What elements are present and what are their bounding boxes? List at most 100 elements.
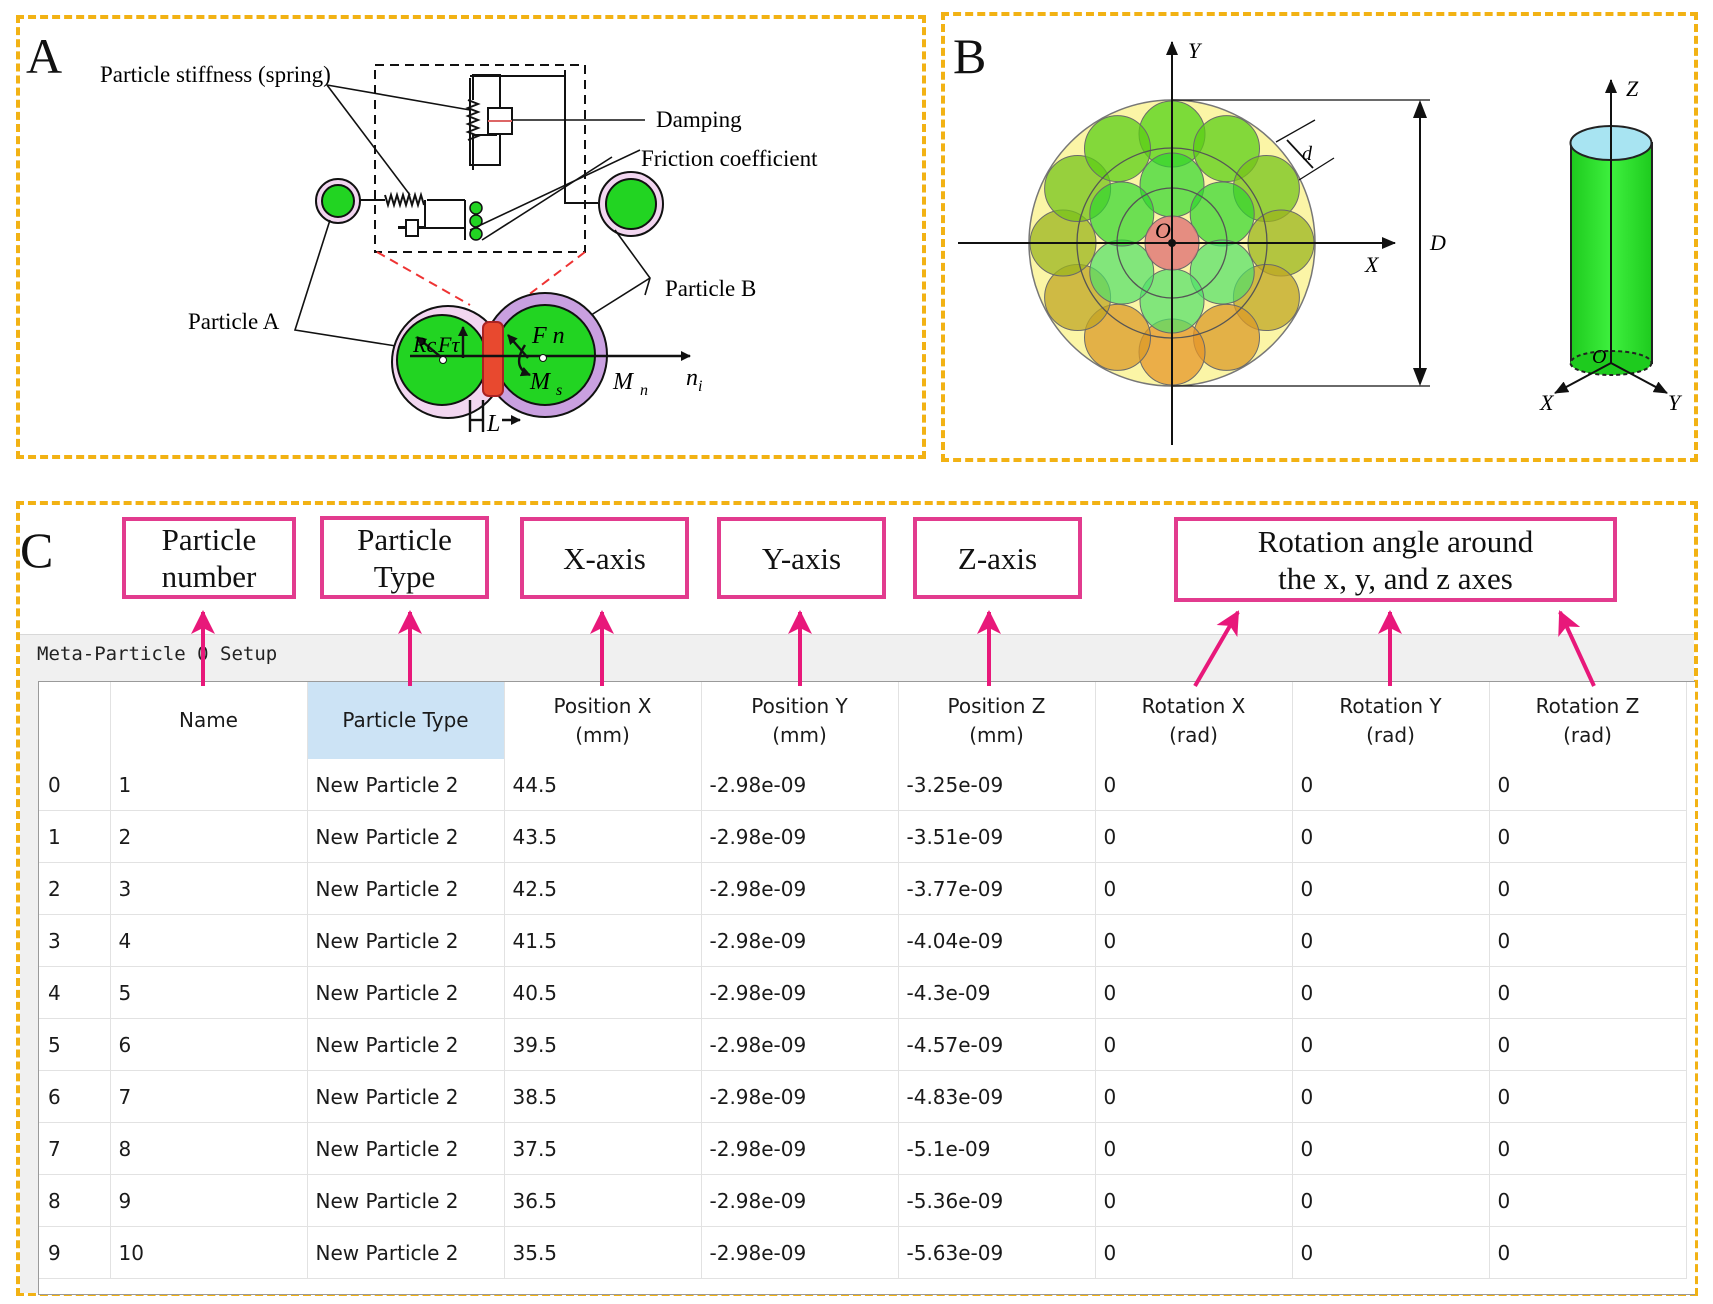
- position-y-cell[interactable]: -2.98e-09: [701, 966, 899, 1019]
- rotation-x-cell[interactable]: 0: [1095, 1070, 1293, 1123]
- row-index: 6: [39, 1070, 111, 1123]
- position-z-cell[interactable]: -4.57e-09: [898, 1018, 1096, 1071]
- position-y-cell[interactable]: -2.98e-09: [701, 862, 899, 915]
- position-z-cell[interactable]: -4.3e-09: [898, 966, 1096, 1019]
- position-y-cell[interactable]: -2.98e-09: [701, 1174, 899, 1227]
- rotation-z-cell[interactable]: 0: [1489, 1070, 1687, 1123]
- name-cell[interactable]: 6: [110, 1018, 308, 1071]
- rotation-x-cell[interactable]: 0: [1095, 1122, 1293, 1175]
- position-x-cell[interactable]: 39.5: [504, 1018, 702, 1071]
- rotation-z-cell[interactable]: 0: [1489, 862, 1687, 915]
- particle-type-cell[interactable]: New Particle 2: [307, 966, 505, 1019]
- rotation-z-cell[interactable]: 0: [1489, 1226, 1687, 1279]
- rotation-y-cell[interactable]: 0: [1292, 1070, 1490, 1123]
- position-y-cell[interactable]: -2.98e-09: [701, 1122, 899, 1175]
- name-cell[interactable]: 3: [110, 862, 308, 915]
- position-z-cell[interactable]: -3.51e-09: [898, 810, 1096, 863]
- rotation-y-cell[interactable]: 0: [1292, 914, 1490, 967]
- rotation-x-cell[interactable]: 0: [1095, 810, 1293, 863]
- rotation-x-cell[interactable]: 0: [1095, 1226, 1293, 1279]
- col-header-rotation-y[interactable]: Rotation Y (rad): [1292, 682, 1490, 759]
- position-x-cell[interactable]: 42.5: [504, 862, 702, 915]
- col-header-position-z[interactable]: Position Z (mm): [898, 682, 1096, 759]
- rotation-y-cell[interactable]: 0: [1292, 1174, 1490, 1227]
- particle-type-cell[interactable]: New Particle 2: [307, 1122, 505, 1175]
- particle-type-cell[interactable]: New Particle 2: [307, 862, 505, 915]
- position-z-cell[interactable]: -3.25e-09: [898, 759, 1096, 811]
- particle-type-cell[interactable]: New Particle 2: [307, 810, 505, 863]
- name-cell[interactable]: 1: [110, 759, 308, 811]
- position-z-cell[interactable]: -5.63e-09: [898, 1226, 1096, 1279]
- col-header-rotation-z[interactable]: Rotation Z (rad): [1489, 682, 1687, 759]
- rotation-z-cell[interactable]: 0: [1489, 759, 1687, 811]
- rotation-x-cell[interactable]: 0: [1095, 1174, 1293, 1227]
- rotation-x-cell[interactable]: 0: [1095, 1018, 1293, 1071]
- position-x-cell[interactable]: 40.5: [504, 966, 702, 1019]
- rotation-y-cell[interactable]: 0: [1292, 1122, 1490, 1175]
- contact-model-diagram: Particle stiffness (spring) Damping Fric…: [100, 62, 818, 437]
- position-y-cell[interactable]: -2.98e-09: [701, 1070, 899, 1123]
- rotation-z-cell[interactable]: 0: [1489, 966, 1687, 1019]
- col-header-position-y[interactable]: Position Y (mm): [701, 682, 899, 759]
- position-z-cell[interactable]: -4.04e-09: [898, 914, 1096, 967]
- rotation-z-cell[interactable]: 0: [1489, 1174, 1687, 1227]
- name-cell[interactable]: 2: [110, 810, 308, 863]
- rotation-x-cell[interactable]: 0: [1095, 862, 1293, 915]
- rotation-x-cell[interactable]: 0: [1095, 759, 1293, 811]
- rotation-z-cell[interactable]: 0: [1489, 810, 1687, 863]
- rotation-x-cell[interactable]: 0: [1095, 966, 1293, 1019]
- particle-type-cell[interactable]: New Particle 2: [307, 914, 505, 967]
- rotation-z-cell[interactable]: 0: [1489, 1122, 1687, 1175]
- rotation-y-cell[interactable]: 0: [1292, 862, 1490, 915]
- position-x-cell[interactable]: 37.5: [504, 1122, 702, 1175]
- rotation-y-cell[interactable]: 0: [1292, 759, 1490, 811]
- particle-type-cell[interactable]: New Particle 2: [307, 1174, 505, 1227]
- particle-type-cell[interactable]: New Particle 2: [307, 1226, 505, 1279]
- position-y-cell[interactable]: -2.98e-09: [701, 810, 899, 863]
- rotation-y-cell[interactable]: 0: [1292, 810, 1490, 863]
- rotation-x-cell[interactable]: 0: [1095, 914, 1293, 967]
- rotation-y-cell[interactable]: 0: [1292, 1226, 1490, 1279]
- position-z-cell[interactable]: -5.36e-09: [898, 1174, 1096, 1227]
- position-y-cell[interactable]: -2.98e-09: [701, 759, 899, 811]
- particle-type-cell[interactable]: New Particle 2: [307, 1070, 505, 1123]
- position-y-cell[interactable]: -2.98e-09: [701, 1226, 899, 1279]
- position-x-cell[interactable]: 38.5: [504, 1070, 702, 1123]
- position-z-cell[interactable]: -5.1e-09: [898, 1122, 1096, 1175]
- position-z-cell[interactable]: -4.83e-09: [898, 1070, 1096, 1123]
- position-x-cell[interactable]: 41.5: [504, 914, 702, 967]
- particle-type-cell[interactable]: New Particle 2: [307, 759, 505, 811]
- name-cell[interactable]: 7: [110, 1070, 308, 1123]
- rotation-y-cell[interactable]: 0: [1292, 1018, 1490, 1071]
- name-cell[interactable]: 9: [110, 1174, 308, 1227]
- name-cell[interactable]: 5: [110, 966, 308, 1019]
- rotation-z-cell[interactable]: 0: [1489, 1018, 1687, 1071]
- position-y-cell[interactable]: -2.98e-09: [701, 1018, 899, 1071]
- col-header-particle-type[interactable]: Particle Type: [307, 682, 505, 759]
- position-x-cell[interactable]: 44.5: [504, 759, 702, 811]
- rotation-z-cell[interactable]: 0: [1489, 914, 1687, 967]
- name-cell[interactable]: 8: [110, 1122, 308, 1175]
- col-header-position-x[interactable]: Position X (mm): [504, 682, 702, 759]
- position-x-cell[interactable]: 36.5: [504, 1174, 702, 1227]
- particle-type-cell[interactable]: New Particle 2: [307, 1018, 505, 1071]
- position-z-cell[interactable]: -3.77e-09: [898, 862, 1096, 915]
- rotation-y-cell[interactable]: 0: [1292, 966, 1490, 1019]
- position-x-cell[interactable]: 43.5: [504, 810, 702, 863]
- col-header-rotation-x[interactable]: Rotation X (rad): [1095, 682, 1293, 759]
- name-cell[interactable]: 10: [110, 1226, 308, 1279]
- position-x-cell[interactable]: 35.5: [504, 1226, 702, 1279]
- position-y-cell[interactable]: -2.98e-09: [701, 914, 899, 967]
- col-header-name[interactable]: Name: [110, 682, 308, 759]
- name-cell[interactable]: 4: [110, 914, 308, 967]
